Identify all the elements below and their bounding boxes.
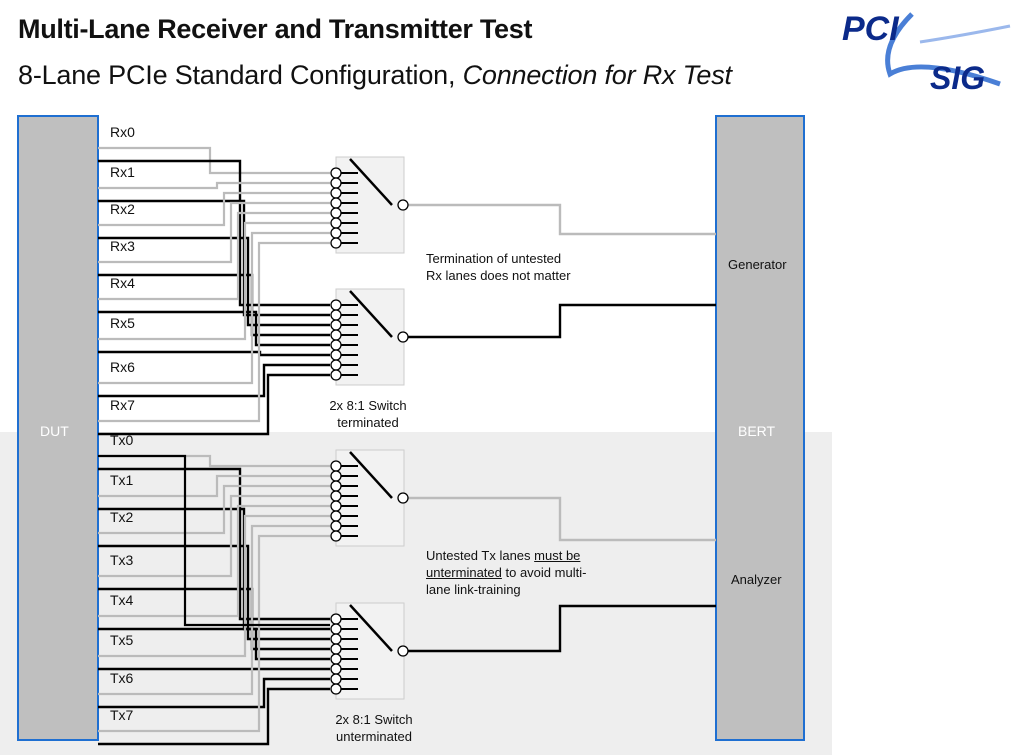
rx-switch-caption: 2x 8:1 Switch terminated — [308, 397, 428, 431]
subtitle-italic: Connection for Rx Test — [462, 60, 732, 90]
tx-section-background — [0, 432, 832, 755]
rx-lane-wire-upper — [98, 221, 330, 341]
tx-lane-wire-lower — [98, 544, 330, 641]
rx-lane-label: Rx6 — [110, 359, 135, 375]
logo-swoosh — [885, 12, 1011, 87]
rx-lane-wire-upper — [98, 231, 330, 385]
tx-lane-label: Tx4 — [110, 592, 134, 608]
tx-lane-wire-upper — [98, 534, 330, 733]
tx-lane-wire-upper — [98, 454, 330, 468]
tx-lane-wire-lower — [98, 467, 330, 621]
rx-lane-label: Rx7 — [110, 397, 135, 413]
tx-note-line1: Untested Tx lanes must be — [426, 547, 586, 564]
bert-box — [715, 115, 805, 741]
rx-termination-note: Termination of untested Rx lanes does no… — [426, 250, 571, 284]
tx-note-emphasis1: must be — [534, 548, 581, 563]
tx-lane-label: Tx0 — [110, 432, 134, 448]
rx-lower-switch — [330, 288, 409, 386]
rx-lane-wire-lower — [98, 310, 330, 347]
tx-note-emphasis2: unterminated — [426, 565, 502, 580]
dut-label: DUT — [40, 423, 69, 439]
dut-box — [17, 115, 99, 741]
analyzer-label: Analyzer — [731, 572, 782, 587]
rx-lane-wire-lower — [98, 373, 330, 436]
rx-lane-label: Rx4 — [110, 275, 135, 291]
rx-upper-switch — [330, 156, 409, 254]
rx-switch-caption-line1: 2x 8:1 Switch — [329, 398, 407, 413]
tx-switch-caption: 2x 8:1 Switch unterminated — [314, 711, 434, 745]
tx-lane-wire-upper — [98, 524, 330, 696]
rx-lane-wire-upper — [98, 201, 330, 264]
rx-lane-label: Rx5 — [110, 315, 135, 331]
tx-lane-wire-lower — [98, 687, 330, 746]
tx-lane-label: Tx2 — [110, 509, 134, 525]
rx-note-line1: Termination of untested — [426, 251, 562, 266]
rx-lane-wire-lower — [98, 236, 330, 327]
tx-switch-caption-line1: 2x 8:1 Switch — [335, 712, 413, 727]
tx-lane-label: Tx7 — [110, 707, 134, 723]
pci-sig-logo: PCI SIG — [820, 6, 1020, 106]
logo-text-sig: SIG — [930, 60, 986, 96]
rx-lower-switch-output-wire — [408, 303, 716, 339]
tx-note-part2: to avoid multi- — [501, 565, 587, 580]
switches — [330, 156, 409, 700]
rx-note-line2: Rx lanes does not matter — [426, 268, 571, 283]
rx-lane-wire-upper — [98, 191, 330, 227]
tx-note-line2: unterminated to avoid multi- — [426, 564, 586, 581]
tx-lane-label: Tx6 — [110, 670, 134, 686]
generator-label: Generator — [728, 257, 787, 272]
rx-lane-wire-lower — [98, 350, 330, 357]
tx-note-part1: Untested Tx lanes — [426, 548, 535, 563]
tx-lane-label: Tx1 — [110, 472, 134, 488]
subtitle-main: 8-Lane PCIe Standard Configuration, — [18, 60, 463, 90]
tx-lower-switch — [330, 602, 409, 700]
rx-lane-label: Rx1 — [110, 164, 135, 180]
rx-lane-wire-upper — [98, 211, 330, 301]
bert-label: BERT — [738, 423, 776, 439]
rx-lane-label: Rx3 — [110, 238, 135, 254]
tx-lane-label: Tx3 — [110, 552, 134, 568]
page-title: Multi-Lane Receiver and Transmitter Test — [18, 14, 533, 44]
rx-upper-switch-output-wire — [408, 203, 716, 236]
page-subtitle: 8-Lane PCIe Standard Configuration, Conn… — [18, 60, 732, 91]
tx-note-line3: lane link-training — [426, 582, 521, 597]
tx-lane-wire-upper — [98, 504, 330, 618]
tx-lane-wire-upper — [98, 484, 330, 535]
tx-lane-wire-upper — [98, 514, 330, 658]
tx-lower-switch-output-wire — [408, 604, 716, 653]
rx-lane-wire-upper — [98, 181, 330, 190]
tx-switch-caption-line2: unterminated — [336, 729, 412, 744]
tx-upper-switch — [330, 449, 409, 547]
tx0-direct-wire — [98, 454, 330, 627]
tx-upper-switch-output-wire — [408, 496, 716, 542]
tx-termination-note: Untested Tx lanes must be unterminated t… — [426, 547, 586, 598]
lane-wires — [98, 146, 716, 746]
logo-text-pci: PCI — [842, 10, 899, 48]
tx-lane-wire-upper — [98, 474, 330, 498]
tx-lane-wire-upper — [98, 494, 330, 578]
rx-lane-label: Rx0 — [110, 124, 135, 140]
tx-lane-label: Tx5 — [110, 632, 134, 648]
tx-lane-wire-lower — [98, 627, 330, 661]
rx-lane-wire-lower — [98, 363, 330, 398]
rx-switch-caption-line2: terminated — [337, 415, 399, 430]
rx-lane-wire-upper — [98, 241, 330, 423]
tx-lane-wire-lower — [98, 677, 330, 709]
rx-lane-wire-lower — [98, 159, 330, 307]
rx-lane-label: Rx2 — [110, 201, 135, 217]
